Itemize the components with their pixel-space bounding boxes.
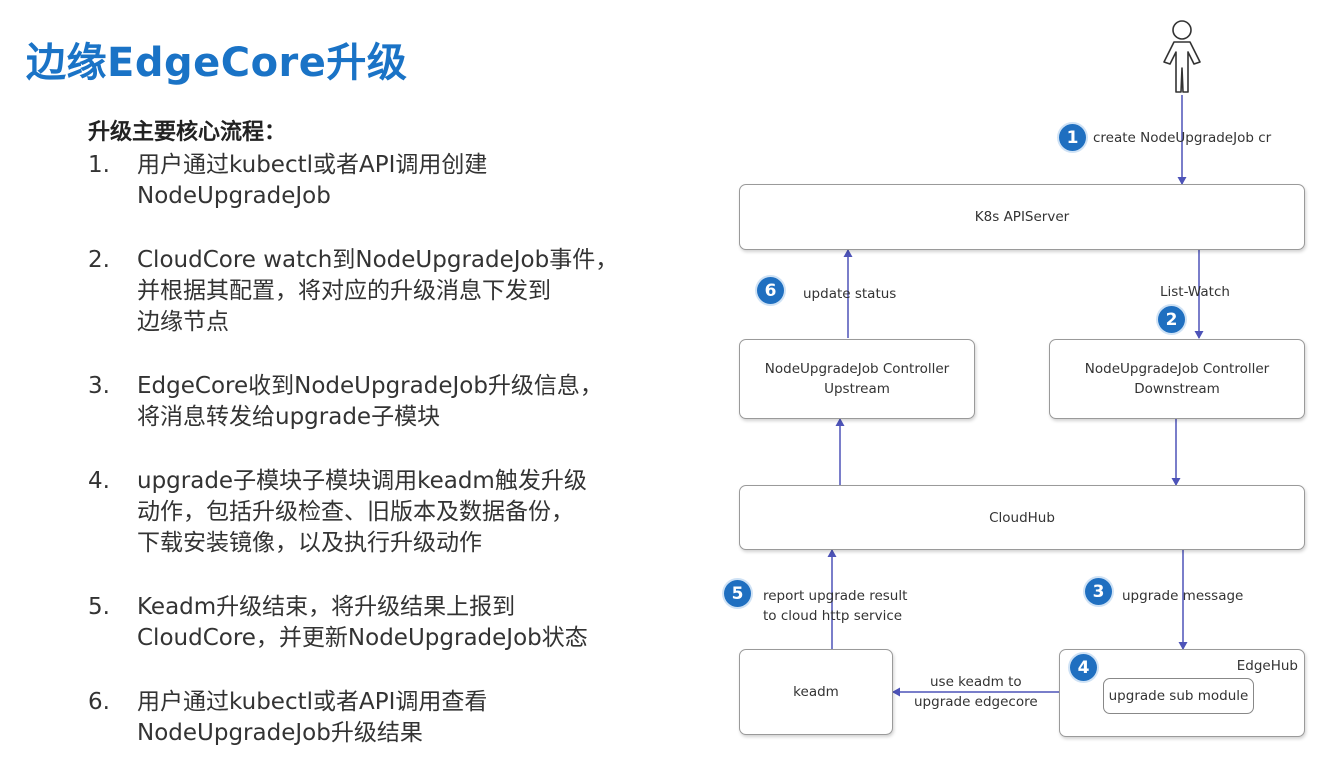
step-number: 5. (88, 594, 110, 620)
label-update-status: update status (803, 286, 897, 302)
step-badge-5: 5 (724, 580, 751, 607)
process-steps-list: 1. 用户通过kubectl或者API调用创建 NodeUpgradeJob 2.… (88, 150, 648, 782)
k8s-apiserver-box: K8s APIServer (739, 184, 1305, 250)
step-text: upgrade子模块子模块调用keadm触发升级 动作，包括升级检查、旧版本及数… (137, 468, 587, 556)
list-item: 2. CloudCore watch到NodeUpgradeJob事件， 并根据其… (88, 245, 648, 338)
step-number: 2. (88, 247, 110, 273)
list-item: 1. 用户通过kubectl或者API调用创建 NodeUpgradeJob (88, 150, 648, 212)
upgrade-sub-module-box: upgrade sub module (1103, 678, 1254, 714)
step-badge-4: 4 (1070, 654, 1097, 681)
step-text: 用户通过kubectl或者API调用创建 NodeUpgradeJob (137, 152, 488, 209)
step-number: 4. (88, 468, 110, 494)
list-item: 4. upgrade子模块子模块调用keadm触发升级 动作，包括升级检查、旧版本… (88, 466, 648, 559)
diagram-connectors (827, 20, 1204, 697)
label-list-watch: List-Watch (1160, 284, 1230, 300)
page-title: 边缘EdgeCore升级 (26, 40, 408, 86)
step-text: EdgeCore收到NodeUpgradeJob升级信息， 将消息转发给upgr… (137, 373, 603, 430)
step-badge-6: 6 (757, 277, 784, 304)
edgehub-label: EdgeHub (1236, 658, 1298, 674)
label-use-keadm: use keadm to upgrade edgecore (914, 674, 1038, 710)
step-badge-1: 1 (1059, 124, 1086, 151)
upgrade-flow-diagram: K8s APIServer NodeUpgradeJob Controller … (724, 20, 1305, 737)
label-upgrade-message: upgrade message (1122, 588, 1244, 604)
step-number: 6. (88, 689, 110, 715)
list-item: 6. 用户通过kubectl或者API调用查看 NodeUpgradeJob升级结… (88, 687, 648, 749)
step-number: 3. (88, 373, 110, 399)
step-badge-3: 3 (1085, 578, 1112, 605)
label-report: report upgrade result to cloud http serv… (763, 588, 908, 624)
step-number: 1. (88, 152, 110, 178)
label-create: create NodeUpgradeJob cr (1093, 130, 1272, 146)
controller-upstream-box: NodeUpgradeJob Controller Upstream (739, 339, 975, 419)
step-text: CloudCore watch到NodeUpgradeJob事件， 并根据其配置… (137, 247, 619, 335)
step-badge-2: 2 (1158, 306, 1185, 333)
section-subtitle: 升级主要核心流程： (88, 120, 287, 145)
step-text: Keadm升级结束，将升级结果上报到 CloudCore，并更新NodeUpgr… (137, 594, 588, 651)
cloudhub-box: CloudHub (739, 485, 1305, 550)
list-item: 3. EdgeCore收到NodeUpgradeJob升级信息， 将消息转发给up… (88, 371, 648, 433)
keadm-box: keadm (739, 649, 893, 735)
edgehub-box: EdgeHub upgrade sub module (1059, 649, 1305, 737)
user-icon (1163, 20, 1201, 93)
list-item: 5. Keadm升级结束，将升级结果上报到 CloudCore，并更新NodeUp… (88, 592, 648, 654)
controller-downstream-box: NodeUpgradeJob Controller Downstream (1049, 339, 1305, 419)
step-text: 用户通过kubectl或者API调用查看 NodeUpgradeJob升级结果 (137, 689, 488, 746)
